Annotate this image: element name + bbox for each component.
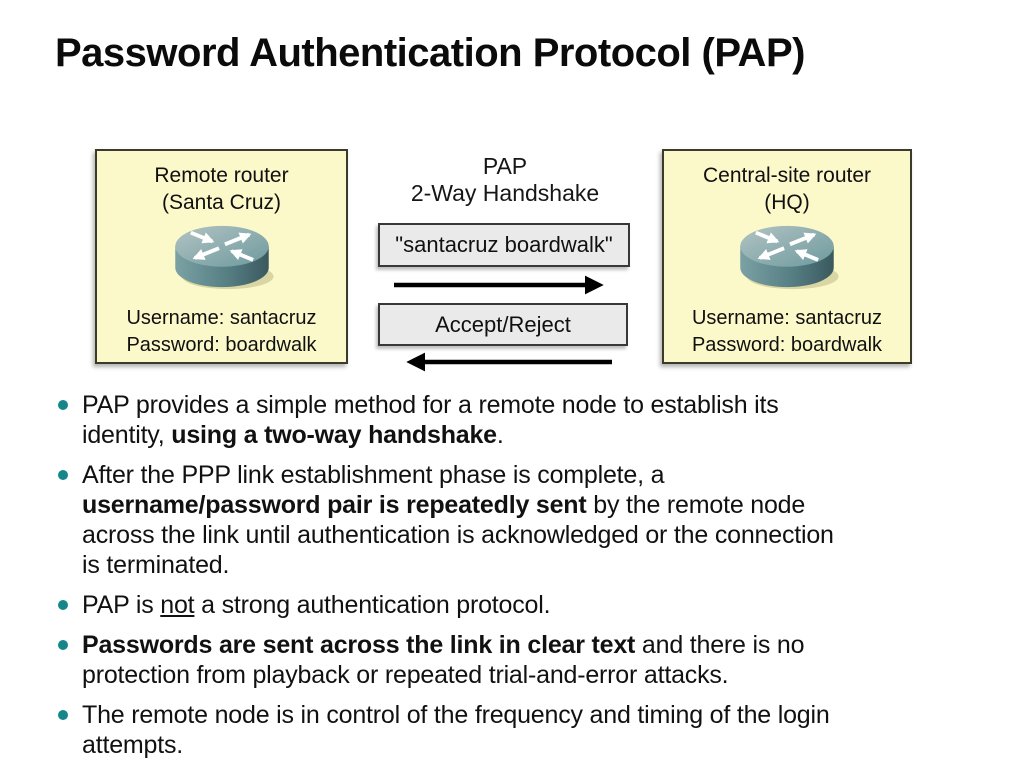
bullet-text: The remote node is in control of the fre… (82, 701, 830, 759)
pap-label: PAP (482, 153, 528, 179)
slide-title: Password Authentication Protocol (PAP) (55, 31, 805, 75)
bullet-icon (58, 640, 68, 650)
credential-message: "santacruz boardwalk" (395, 232, 613, 257)
remote-router-name: Remote router (154, 164, 289, 187)
handshake-heading: PAP 2-Way Handshake (380, 153, 630, 207)
central-router-password: Password: boardwalk (691, 334, 883, 356)
central-router-username: Username: santacruz (691, 307, 883, 329)
central-router-box: Central-site router (HQ) Username: santa… (662, 149, 912, 364)
bullet-item: After the PPP link establishment phase i… (55, 460, 980, 580)
response-message: Accept/Reject (435, 311, 571, 337)
bullet-item: PAP is not a strong authentication proto… (55, 590, 980, 620)
central-router-location: (HQ) (764, 191, 810, 214)
remote-router-username: Username: santacruz (126, 307, 317, 329)
bullet-icon (58, 400, 68, 410)
bullet-list: PAP provides a simple method for a remot… (55, 390, 980, 768)
remote-router-password: Password: boardwalk (126, 334, 317, 356)
bullet-icon (58, 710, 68, 720)
bullet-icon (58, 470, 68, 480)
central-router-name: Central-site router (702, 164, 872, 187)
handshake-label: 2-Way Handshake (410, 180, 600, 206)
bullet-text: PAP provides a simple method for a remot… (82, 391, 779, 449)
router-icon (168, 219, 276, 293)
bullet-icon (58, 600, 68, 610)
bullet-item: The remote node is in control of the fre… (55, 700, 980, 760)
remote-router-box: Remote router (Santa Cruz) Username: san… (95, 149, 348, 364)
credential-message-box: "santacruz boardwalk" (378, 223, 630, 267)
bullet-text: Passwords are sent across the link in cl… (82, 631, 805, 689)
bullet-text: After the PPP link establishment phase i… (82, 461, 834, 579)
response-message-box: Accept/Reject (378, 303, 628, 346)
arrow-right-icon (394, 275, 604, 295)
bullet-text: PAP is not a strong authentication proto… (82, 591, 551, 619)
arrow-left-icon (406, 352, 612, 372)
bullet-item: Passwords are sent across the link in cl… (55, 630, 980, 690)
remote-router-location: (Santa Cruz) (161, 191, 282, 214)
bullet-item: PAP provides a simple method for a remot… (55, 390, 980, 450)
router-icon (733, 219, 841, 293)
